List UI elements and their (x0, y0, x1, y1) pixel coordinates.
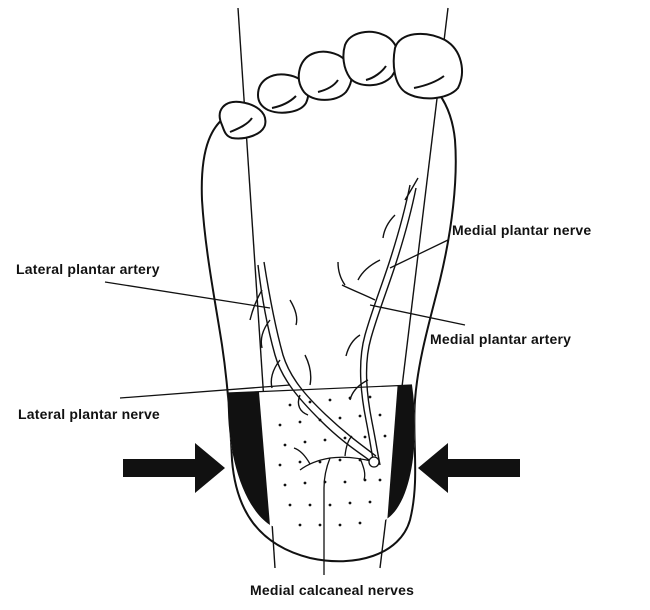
toe-5 (220, 102, 266, 139)
label-lateral-plantar-nerve: Lateral plantar nerve (18, 406, 160, 422)
label-lateral-plantar-artery: Lateral plantar artery (16, 261, 160, 277)
toe-1 (394, 34, 462, 99)
label-medial-calcaneal-nerves: Medial calcaneal nerves (250, 582, 414, 598)
arrow-left-icon (418, 443, 520, 493)
leader-lateral-plantar-artery (105, 282, 270, 308)
label-medial-plantar-artery: Medial plantar artery (430, 331, 571, 347)
heel-pad (220, 380, 430, 550)
leader-medial-plantar-artery (370, 305, 465, 325)
label-medial-plantar-nerve: Medial plantar nerve (452, 222, 591, 238)
arrow-right-icon (123, 443, 225, 493)
